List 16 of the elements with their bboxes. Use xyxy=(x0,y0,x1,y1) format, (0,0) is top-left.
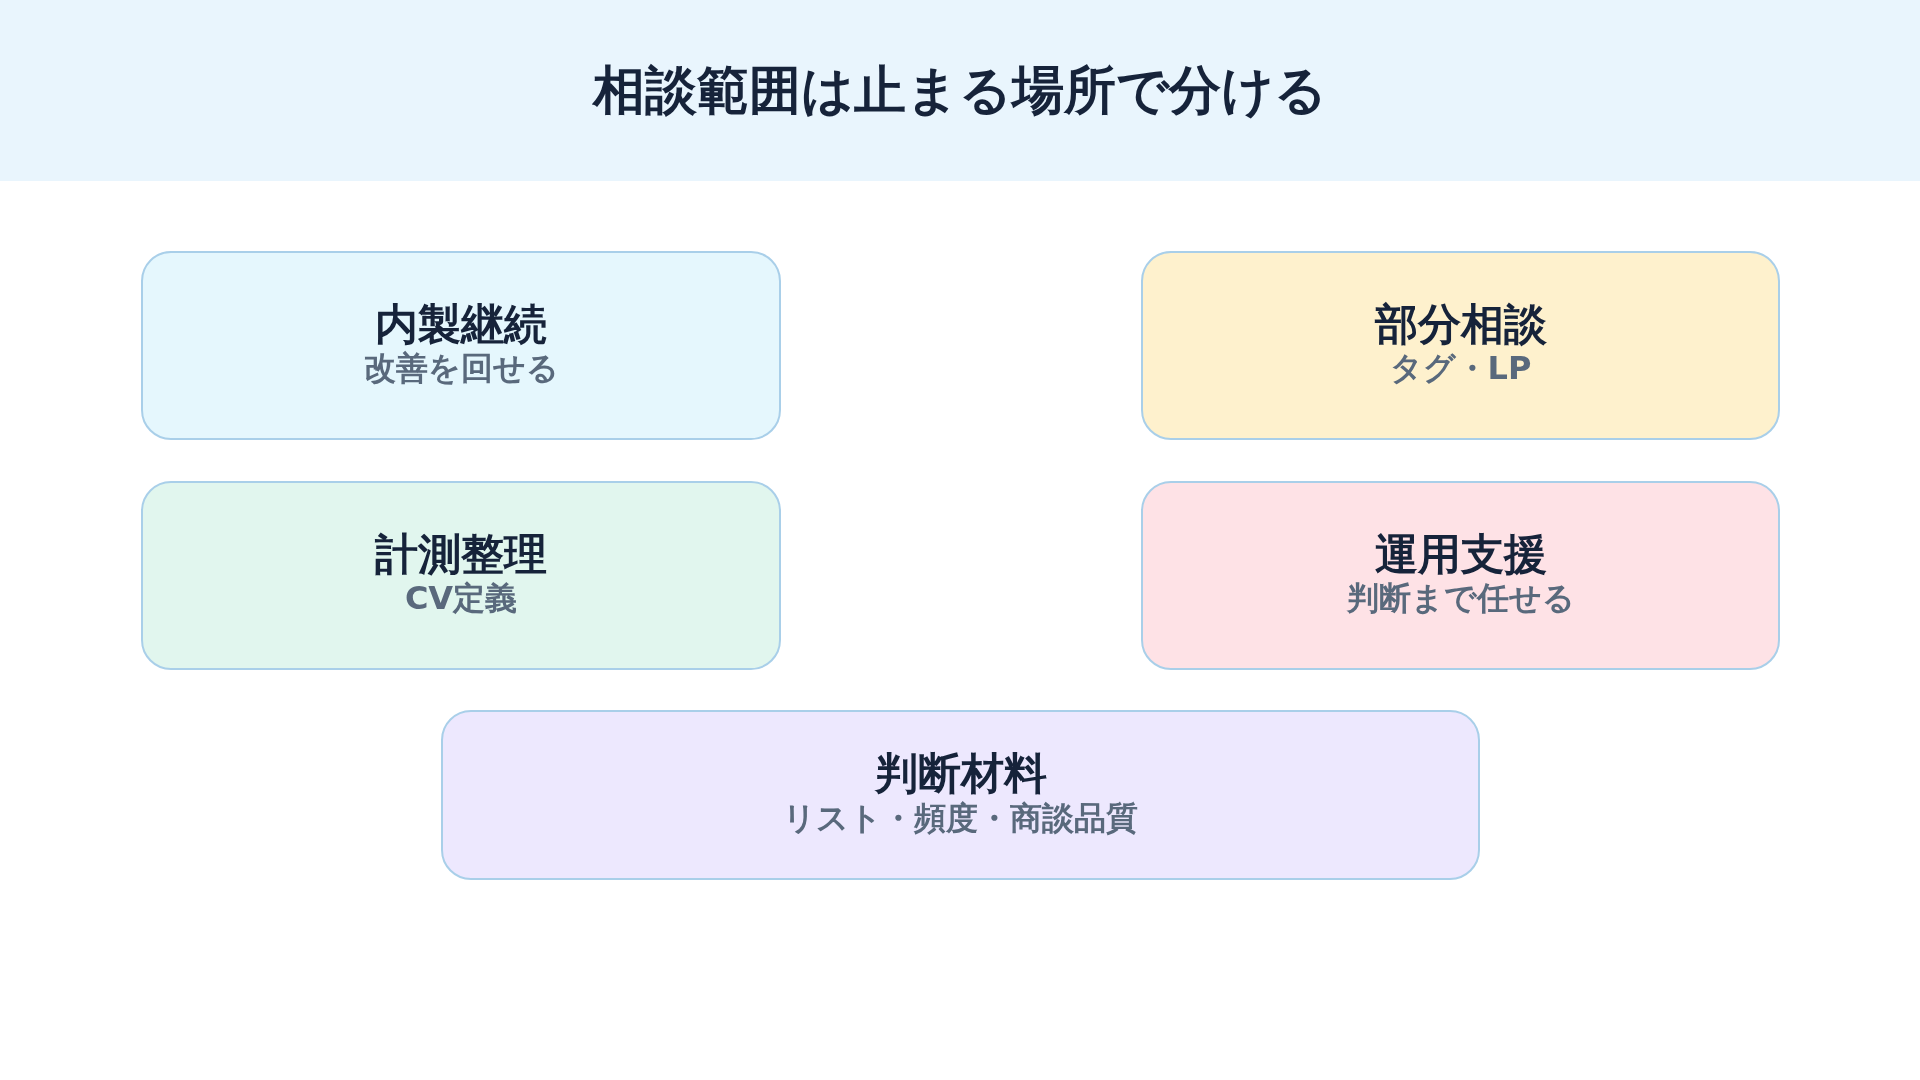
category-box xyxy=(1141,481,1780,670)
box-heading: 内製継続 xyxy=(375,299,547,349)
box-heading: 部分相談 xyxy=(1374,299,1547,349)
box-subtext: タグ・LP xyxy=(1389,349,1532,388)
box-heading: 判断材料 xyxy=(874,749,1047,799)
box-heading: 運用支援 xyxy=(1374,529,1547,579)
category-box xyxy=(141,481,781,670)
box-subtext: 判断まで任せる xyxy=(1346,579,1575,618)
box-subtext: 改善を回せる xyxy=(363,349,559,388)
box-subtext: CV定義 xyxy=(404,579,518,618)
title: 相談範囲は止まる場所で分ける xyxy=(593,58,1327,122)
category-box xyxy=(141,251,781,440)
category-box xyxy=(441,710,1480,880)
category-box xyxy=(1141,251,1780,440)
box-subtext: リスト・頻度・商談品質 xyxy=(783,798,1138,837)
box-heading: 計測整理 xyxy=(375,529,547,579)
